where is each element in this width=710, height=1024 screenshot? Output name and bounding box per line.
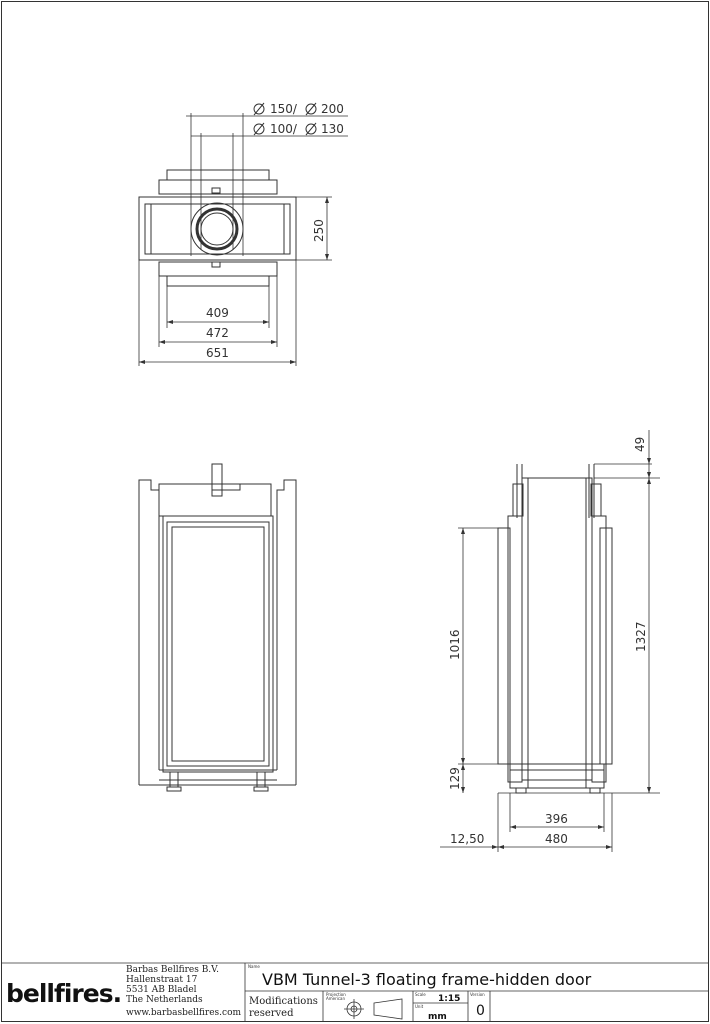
projection-label-1: Projection — [326, 992, 346, 997]
version-value: 0 — [476, 1003, 485, 1019]
scale-label: Scale — [415, 992, 426, 997]
title-block — [2, 962, 708, 1021]
projection-label-2: American — [326, 996, 346, 1001]
dim-width: 480 — [545, 832, 568, 846]
unit-label: Unit — [415, 1004, 424, 1009]
scale-value: 1:15 — [438, 994, 460, 1004]
company-line-2: Hallenstraat 17 — [126, 975, 198, 985]
dim-dia-outer: 150/ — [270, 102, 298, 116]
dim-width-409: 409 — [206, 306, 229, 320]
version-label: Version — [470, 992, 485, 997]
name-label: Name — [248, 964, 260, 969]
modifications-line-1: Modifications — [249, 996, 318, 1007]
dim-dia-inner: 100/ — [270, 122, 298, 136]
modifications-line-2: reserved — [249, 1008, 294, 1019]
bellfires-logo: bellfires. — [6, 979, 121, 1008]
top-view-arrows — [139, 197, 329, 364]
diameter-symbols — [253, 102, 317, 136]
dim-total-height: 1327 — [634, 621, 648, 652]
company-line-4: The Netherlands — [126, 995, 203, 1005]
dim-dia-inner-b: 130 — [321, 122, 344, 136]
front-view — [138, 463, 297, 792]
side-view — [440, 430, 660, 852]
dim-inner-width: 396 — [545, 812, 568, 826]
drawing-name: VBM Tunnel-3 floating frame-hidden door — [262, 970, 592, 989]
dim-depth: 250 — [312, 219, 326, 242]
dim-width-651: 651 — [206, 346, 229, 360]
dim-glass-height: 1016 — [448, 629, 462, 660]
top-view — [138, 113, 348, 366]
company-line-1: Barbas Bellfires B.V. — [126, 965, 219, 975]
company-line-5: www.barbasbellfires.com — [126, 1008, 241, 1018]
company-line-3: 5531 AB Bladel — [126, 985, 197, 995]
dim-width-472: 472 — [206, 326, 229, 340]
unit-value: mm — [428, 1012, 447, 1022]
side-view-arrows — [461, 458, 651, 849]
dim-offset: 12,50 — [450, 832, 484, 846]
dim-base-height: 129 — [448, 767, 462, 790]
dim-dia-outer-b: 200 — [321, 102, 344, 116]
dim-top-offset: 49 — [633, 437, 647, 452]
